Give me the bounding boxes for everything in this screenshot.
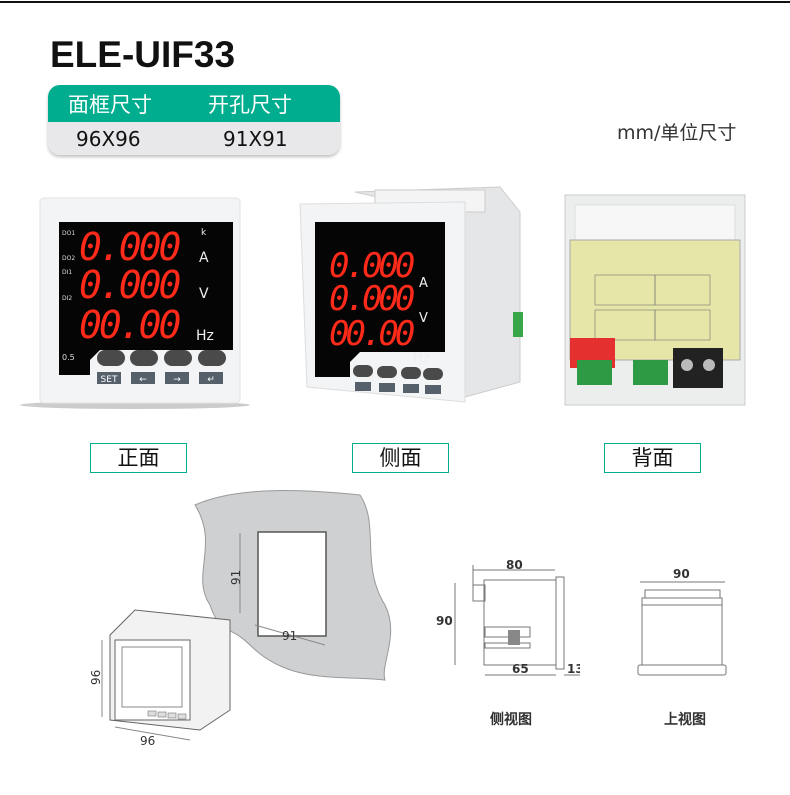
label-back: 背面 [604, 443, 701, 473]
top-divider [0, 1, 790, 3]
indicator-di1: DI1 [62, 269, 72, 276]
front-button-1[interactable] [97, 350, 125, 366]
unit-note: mm/单位尺寸 [617, 122, 737, 144]
svg-text:0.000: 0.000 [329, 246, 414, 286]
front-button-3[interactable] [164, 350, 192, 366]
front-button-4[interactable] [198, 350, 226, 366]
side-view-drawing: 80 90 65 13 [436, 558, 580, 676]
spec-header-row: 面框尺寸 开孔尺寸 [48, 85, 340, 122]
spec-value-cutout: 91X91 [223, 126, 288, 151]
svg-text:V: V [419, 311, 428, 326]
back-view-image [564, 194, 746, 406]
front-button-2[interactable] [130, 350, 158, 366]
indicator-do2: DO2 [62, 255, 75, 262]
model-title: ELE-UIF33 [50, 34, 236, 75]
unit-k: k [201, 228, 207, 238]
spec-value-frame: 96X96 [76, 126, 141, 151]
spec-header-frame: 面框尺寸 [68, 92, 152, 117]
spec-value-row: 96X96 91X91 [48, 122, 340, 155]
cutout-height-dim: 91 [229, 570, 243, 585]
enter-icon: ↵ [207, 375, 215, 385]
panel-cutout-diagram: 91 91 96 96 [89, 490, 392, 748]
label-side: 侧面 [352, 443, 449, 473]
indicator-di2: DI2 [62, 295, 72, 302]
unit-a: A [199, 250, 209, 266]
accuracy-class: 0.5 [62, 353, 75, 362]
svg-text:A: A [419, 276, 428, 291]
label-top-drawing: 上视图 [664, 712, 706, 728]
readout-current: 0.000 [79, 225, 181, 269]
label-side-drawing: 侧视图 [490, 712, 532, 728]
top-width-dim: 90 [673, 567, 690, 581]
set-key-label: SET [101, 375, 118, 385]
panel-height-dim: 96 [89, 670, 103, 685]
right-arrow-icon: → [173, 375, 181, 385]
side-depth-dim: 80 [506, 558, 523, 572]
svg-text:00.00: 00.00 [329, 314, 414, 354]
spec-header-cutout: 开孔尺寸 [208, 92, 292, 117]
side-body-dim: 65 [512, 662, 529, 676]
side-front-dim: 13 [567, 662, 580, 676]
svg-text:0.000: 0.000 [329, 279, 414, 319]
side-height-dim: 90 [436, 614, 453, 628]
unit-hz: Hz [196, 328, 214, 344]
cutout-width-dim: 91 [282, 629, 297, 643]
panel-width-dim: 96 [140, 734, 155, 748]
svg-text:Hz: Hz [413, 351, 430, 366]
readout-voltage: 0.000 [79, 263, 181, 307]
unit-v: V [199, 286, 209, 302]
top-view-drawing: 90 [637, 567, 727, 676]
indicator-do1: DO1 [62, 230, 75, 237]
label-front: 正面 [90, 443, 187, 473]
readout-frequency: 00.00 [79, 303, 181, 347]
left-arrow-icon: ← [139, 375, 147, 385]
spec-table: 面框尺寸 开孔尺寸 96X96 91X91 [48, 85, 340, 155]
